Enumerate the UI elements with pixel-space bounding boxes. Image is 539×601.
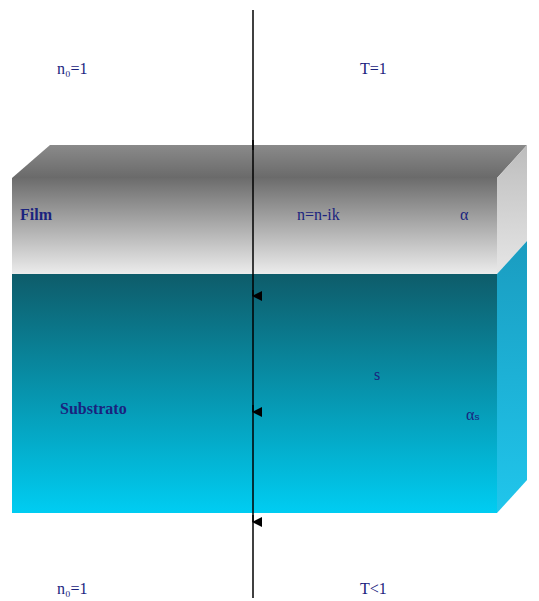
substrate-side-face [497, 241, 527, 513]
layer-name: Substrato [60, 400, 127, 418]
film-layer: Film n=n-ik α [12, 178, 497, 274]
medium-index: n₀=1 [57, 60, 88, 78]
substrate-layer: Substrato s αₛ [12, 274, 497, 513]
absorption-coefficient: αₛ [466, 406, 480, 424]
layer-name: Film [20, 206, 52, 224]
refractive-index: n=n-ik [297, 206, 340, 224]
transmittance: T=1 [360, 60, 387, 78]
absorption-coefficient: α [460, 206, 468, 224]
substrate-front-face [12, 274, 497, 513]
film-top-face [12, 145, 527, 178]
transmittance: T<1 [360, 580, 387, 598]
light-ray [252, 10, 254, 598]
medium-index: n₀=1 [57, 580, 88, 598]
film-front-face [12, 178, 497, 274]
substrate-index: s [374, 366, 380, 384]
